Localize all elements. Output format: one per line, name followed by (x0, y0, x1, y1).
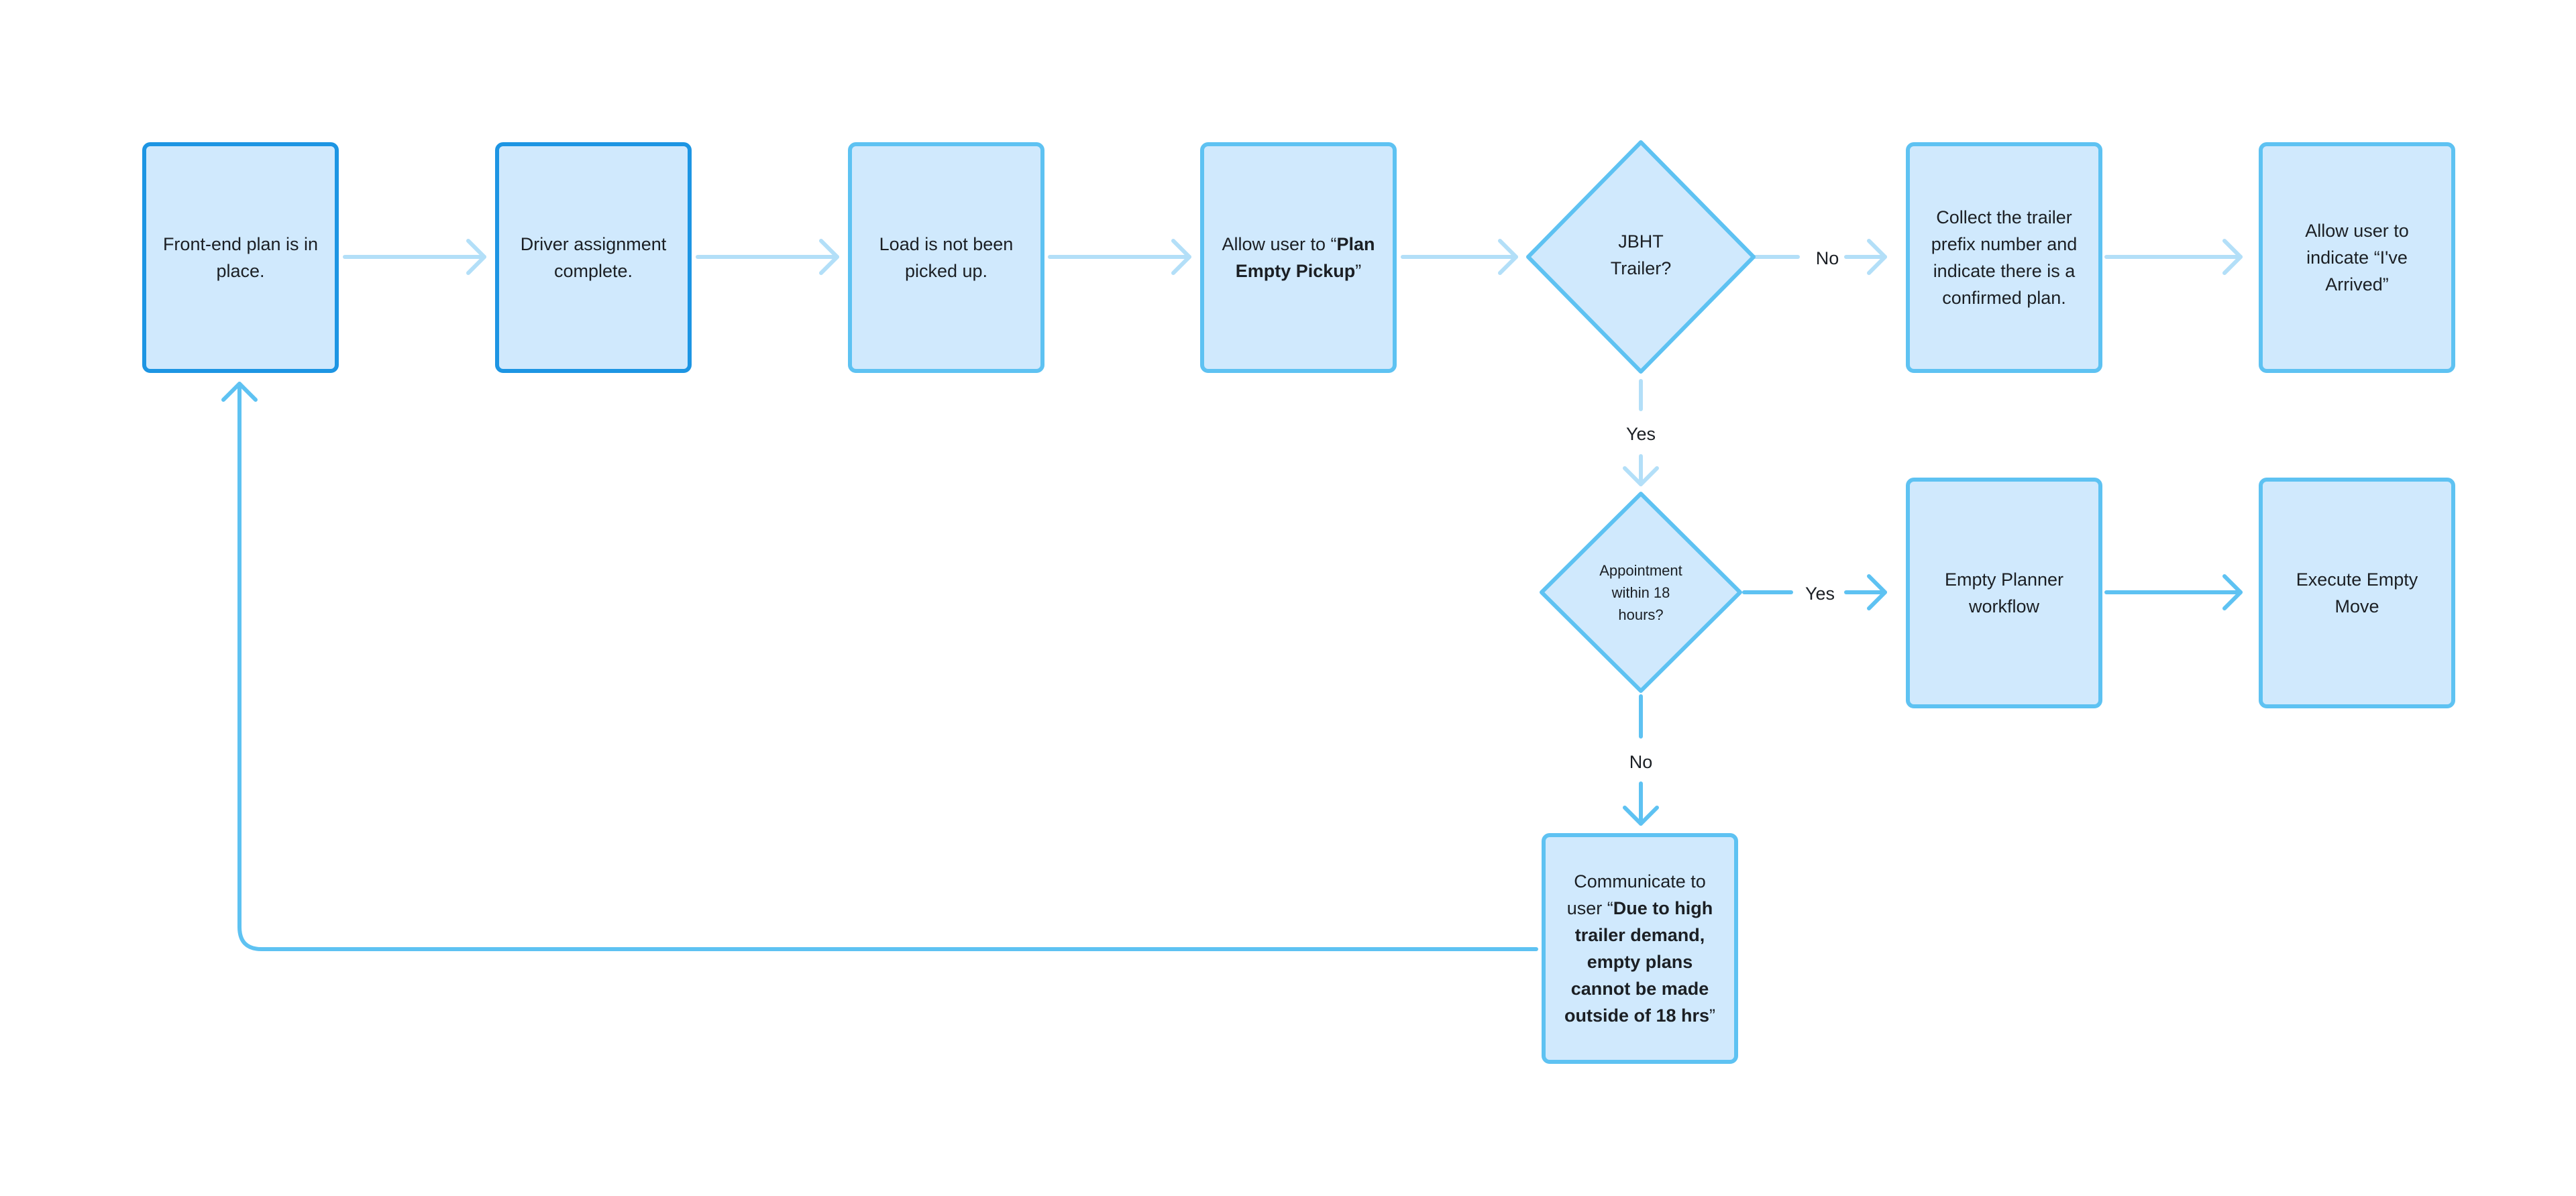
node-communicate-to-user-text: Communicate to user “Due to high trailer… (1558, 868, 1722, 1029)
node-plan-empty-pickup: Allow user to “Plan Empty Pickup” (1200, 142, 1397, 373)
node-communicate-to-user: Communicate to user “Due to high trailer… (1542, 833, 1738, 1064)
node-plan-empty-pickup-text: Allow user to “Plan Empty Pickup” (1216, 231, 1381, 284)
node-collect-trailer-prefix: Collect the trailer prefix number and in… (1906, 142, 2102, 373)
arrow-jbht-no-to-collect (1753, 239, 1887, 275)
node-load-not-picked-up: Load is not been picked up. (848, 142, 1044, 373)
node-load-not-picked-up-text: Load is not been picked up. (879, 234, 1014, 281)
edge-label-appointment-no: No (1625, 750, 1657, 774)
node-execute-empty-move: Execute Empty Move (2259, 478, 2455, 708)
arrow-appointment-no-to-communicate (1623, 694, 1659, 826)
plan-empty-pickup-bold: Plan Empty Pickup (1235, 234, 1375, 281)
node-ive-arrived-text: Allow user to indicate “I've Arrived” (2305, 221, 2409, 294)
decision-appointment-text: Appointment within 18 hours? (1599, 561, 1682, 623)
arrow-front-end-to-driver (343, 239, 486, 275)
node-empty-planner-workflow-text: Empty Planner workflow (1944, 569, 2064, 616)
node-driver-assignment-text: Driver assignment complete. (520, 234, 667, 281)
jbht-trailer-diamond-shape (1526, 140, 1756, 374)
node-collect-trailer-prefix-text: Collect the trailer prefix number and in… (1931, 207, 2078, 308)
appointment-diamond-shape (1540, 492, 1742, 693)
edge-label-jbht-yes: Yes (1621, 422, 1660, 446)
plan-empty-pickup-prefix: Allow user to “ (1222, 234, 1337, 254)
decision-appointment-18-hours: Appointment within 18 hours? (1547, 498, 1735, 686)
node-ive-arrived: Allow user to indicate “I've Arrived” (2259, 142, 2455, 373)
communicate-suffix: ” (1709, 1005, 1716, 1026)
plan-empty-pickup-suffix: ” (1355, 261, 1362, 281)
decision-jbht-trailer-text: JBHT Trailer? (1610, 231, 1672, 278)
arrow-empty-planner-to-execute (2104, 574, 2243, 610)
node-execute-empty-move-text: Execute Empty Move (2296, 569, 2418, 616)
arrow-appointment-yes-to-empty-planner (1742, 574, 1887, 610)
arrow-jbht-yes-to-appointment (1623, 379, 1659, 486)
decision-jbht-trailer: JBHT Trailer? (1534, 148, 1748, 362)
arrow-load-to-plan-pickup (1048, 239, 1191, 275)
node-driver-assignment: Driver assignment complete. (495, 142, 692, 373)
arrow-collect-to-arrived (2104, 239, 2243, 275)
edge-label-appointment-yes: Yes (1801, 582, 1839, 606)
arrow-driver-to-load (696, 239, 839, 275)
communicate-bold: Due to high trailer demand, empty plans … (1564, 898, 1713, 1026)
arrow-plan-pickup-to-jbht (1401, 239, 1518, 275)
arrow-communicate-back-to-front-end (221, 382, 1538, 951)
node-front-end-plan-text: Front-end plan is in place. (162, 234, 319, 281)
node-empty-planner-workflow: Empty Planner workflow (1906, 478, 2102, 708)
node-front-end-plan: Front-end plan is in place. (142, 142, 339, 373)
edge-label-jbht-no: No (1811, 246, 1843, 270)
communicate-prefix: Communicate to user “ (1566, 871, 1706, 918)
